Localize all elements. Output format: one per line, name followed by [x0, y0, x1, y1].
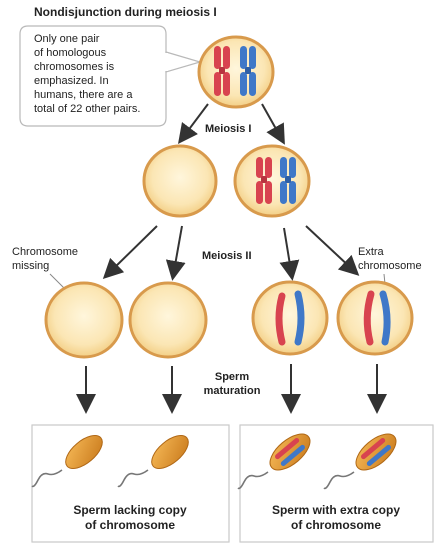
chromosome-missing-label-line2: missing	[12, 260, 49, 272]
extra-chromosome-label-line1: Extra	[358, 246, 385, 258]
extra-chromosome-label-line2: chromosome	[358, 260, 422, 272]
homologous-pair-red	[214, 46, 230, 96]
callout-line-1: Only one pair	[34, 33, 100, 45]
gamete-cell-extra-1	[251, 280, 329, 356]
callout-line-6: total of 22 other pairs.	[34, 103, 140, 115]
sperm-maturation-label-line1: Sperm	[215, 371, 249, 383]
sperm-extra-1	[237, 433, 311, 490]
meiosis-2-arrow-3	[279, 227, 300, 281]
callout-line-3: chromosomes is	[34, 61, 115, 73]
gamete-cell-empty-1	[44, 281, 124, 359]
gamete-cell-extra-2	[336, 280, 414, 356]
homologous-pair-blue	[240, 46, 256, 96]
parent-cell	[197, 35, 275, 109]
meiosis-2-arrow-1	[102, 225, 158, 279]
callout-line-5: humans, there are a	[34, 89, 133, 101]
meiosis-2-label: Meiosis II	[202, 250, 252, 262]
sperm-lacking-1	[31, 435, 103, 488]
diagram-title: Nondisjunction during meiosis I	[34, 5, 217, 19]
result-lacking-caption-line2: of chromosome	[85, 518, 175, 532]
result-lacking-caption-line1: Sperm lacking copy	[73, 503, 187, 517]
meiosis-2-arrow-2	[165, 225, 186, 281]
sperm-lacking-2	[117, 435, 189, 488]
callout-line-2: of homologous	[34, 47, 107, 59]
callout: Only one pair of homologous chromosomes …	[19, 25, 203, 127]
result-box-extra	[239, 424, 434, 543]
result-extra-caption-line1: Sperm with extra copy	[272, 503, 400, 517]
result-extra-caption-line2: of chromosome	[291, 518, 381, 532]
meiosis-1-arrow-left	[178, 103, 209, 144]
sperm-extra-2	[323, 433, 397, 490]
sperm-maturation-label-line2: maturation	[204, 385, 261, 397]
meiosis-2-arrow-4	[305, 225, 360, 276]
meiosis-1-label: Meiosis I	[205, 123, 251, 135]
empty-daughter-cell	[142, 144, 218, 218]
daughter-cell-with-pair	[233, 144, 311, 218]
meiosis-1-arrow-right	[261, 103, 285, 145]
callout-line-4: emphasized. In	[34, 75, 109, 87]
chromosome-missing-label-line1: Chromosome	[12, 246, 78, 258]
result-box-lacking	[31, 424, 230, 543]
gamete-cell-empty-2	[128, 281, 208, 359]
